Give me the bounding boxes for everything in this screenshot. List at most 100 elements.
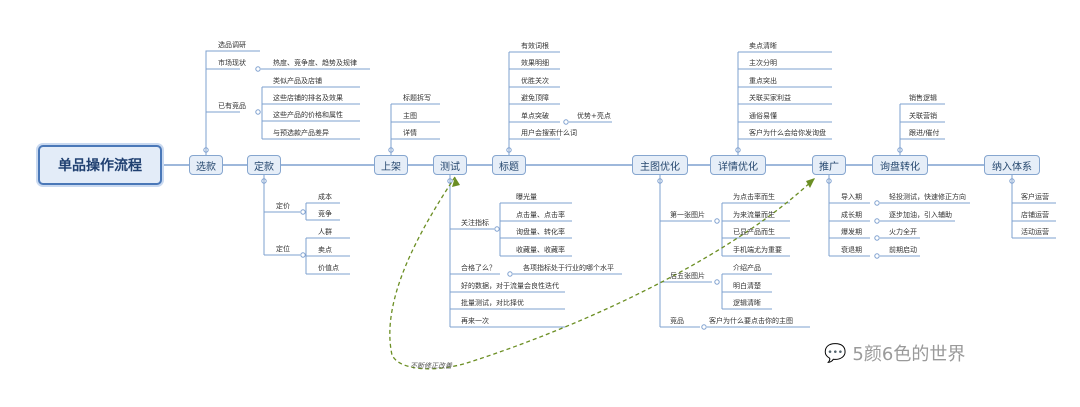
ceshi-item[interactable]: 好的数据，对于流量会良性迭代 [461,282,559,290]
dingjia-item[interactable]: 成本 [318,193,332,201]
hege-detail[interactable]: 各项指标处于行业的哪个水平 [523,264,614,272]
collapse-dot [874,218,880,224]
xiangqing-item[interactable]: 通俗易懂 [749,112,777,120]
loop-arrow [389,176,816,370]
biaoti-tupo-detail[interactable]: 优势+亮点 [577,112,611,120]
stage-ceshi[interactable]: 测试 [433,155,467,175]
zhutu-dier-node[interactable]: 后五张图片 [670,272,705,280]
collapse-dot [255,66,261,72]
tuiguang-item[interactable]: 衰退期 [841,246,862,254]
biaoti-item[interactable]: 优胜关次 [521,77,549,85]
jingpin-item[interactable]: 这些店铺的排名及效果 [273,94,343,102]
stage-shangjia[interactable]: 上架 [374,155,408,175]
biaoti-item[interactable]: 有效词根 [521,42,549,50]
xuankuan-item[interactable]: 选品调研 [218,41,246,49]
biaoti-item[interactable]: 用户会搜索什么词 [521,129,577,137]
stage-nairu[interactable]: 纳入体系 [984,155,1040,175]
zhutu-diyi-item[interactable]: 已显产品而生 [733,228,775,236]
biaoti-item[interactable]: 避免顶障 [521,94,549,102]
ceshi-item[interactable]: 批量测试，对比择优 [461,299,524,307]
shangjia-item[interactable]: 详情 [403,129,417,137]
connector [205,50,260,155]
guanzhu-item[interactable]: 点击量、点击率 [516,211,565,219]
dingwei-node[interactable]: 定位 [276,245,290,253]
nairu-item[interactable]: 店铺运营 [1021,211,1049,219]
shangjia-item[interactable]: 标题拆写 [403,94,431,102]
jingpin-item[interactable]: 与预选款产品差异 [273,129,329,137]
xiangqing-item[interactable]: 卖点清晰 [749,42,777,50]
guanzhu-item[interactable]: 曝光量 [516,193,537,201]
collapse-dot [701,324,707,330]
collapse-dot [714,218,720,224]
nairu-item[interactable]: 活动运营 [1021,228,1049,236]
stage-dingkuan[interactable]: 定款 [247,155,281,175]
root-node[interactable]: 单品操作流程 [38,145,162,185]
nairu-item[interactable]: 客户运营 [1021,193,1049,201]
zhutu-diyi-item[interactable]: 为点击率而生 [733,193,775,201]
tuiguang-item[interactable]: 成长期 [841,211,862,219]
tuiguang-detail[interactable]: 火力全开 [889,228,917,236]
ceshi-item[interactable]: 再来一次 [461,317,489,325]
zhutu-diyi-item[interactable]: 手机端尤为重要 [733,246,782,254]
wechat-icon: 💬 [824,342,847,364]
xunpan-item[interactable]: 销售逻辑 [909,94,937,102]
zhutu-diyi-node[interactable]: 第一张图片 [670,211,705,219]
collapse-dot [874,253,880,259]
dingwei-item[interactable]: 卖点 [318,246,332,254]
loop-arrowhead [806,178,815,188]
collapse-dot [874,235,880,241]
xuankuan-item[interactable]: 市场现状 [218,59,246,67]
xuankuan-item[interactable]: 已有竞品 [218,102,246,110]
xunpan-item[interactable]: 关联营销 [909,112,937,120]
stage-xunpan[interactable]: 询盘转化 [872,155,928,175]
tuiguang-detail[interactable]: 前期启动 [889,246,917,254]
watermark: 💬 5颜6色的世界 [824,340,965,366]
xiangqing-item[interactable]: 关联买家利益 [749,94,791,102]
zhutu-dier-item[interactable]: 逻辑清晰 [733,299,761,307]
jingpin-item[interactable]: 这些产品的价格和属性 [273,111,343,119]
collapse-dot [300,209,306,215]
xiangqing-item[interactable]: 主次分明 [749,59,777,67]
zhutu-jingpin-detail[interactable]: 客户为什么要点击你的主图 [709,317,793,325]
tuiguang-detail[interactable]: 逐步加油，引入辅助 [889,211,952,219]
stage-xiangqing[interactable]: 详情优化 [710,155,766,175]
guanzhu-item[interactable]: 询盘量、转化率 [516,228,565,236]
collapse-dot [507,271,513,277]
collapse-dot [874,200,880,206]
tuiguang-detail[interactable]: 轻投测试，快速修正方向 [889,193,966,201]
hege-node[interactable]: 合格了么？ [461,264,496,272]
dingwei-item[interactable]: 价值点 [318,264,339,272]
tuiguang-item[interactable]: 爆发期 [841,228,862,236]
zhutu-dier-item[interactable]: 明白清楚 [733,282,761,290]
stage-tuiguang[interactable]: 推广 [812,155,846,175]
shangjia-item[interactable]: 主图 [403,112,417,120]
zhutu-diyi-item[interactable]: 为来流量而生 [733,211,775,219]
dingjia-item[interactable]: 竞争 [318,210,332,218]
loop-annotation: 不断修正改善 [410,362,452,370]
stage-zhutu[interactable]: 主图优化 [632,155,688,175]
biaoti-item[interactable]: 单点突破 [521,112,549,120]
xiangqing-item[interactable]: 重点突出 [749,77,777,85]
collapse-dot [714,279,720,285]
xiangqing-item[interactable]: 客户为什么会给你发询盘 [749,129,826,137]
jingpin-item[interactable]: 类似产品及店铺 [273,77,322,85]
dingwei-item[interactable]: 人群 [318,228,332,236]
dingjia-node[interactable]: 定价 [276,202,290,210]
watermark-text: 5颜6色的世界 [852,344,966,365]
collapse-dot [563,119,569,125]
guanzhu-node[interactable]: 关注指标 [461,219,489,227]
xunpan-item[interactable]: 跟进/催付 [909,129,940,137]
collapse-dot [255,109,261,115]
biaoti-item[interactable]: 效果明细 [521,59,549,67]
collapse-dot [494,226,500,232]
loop-arrowhead [452,177,460,187]
shichang-detail[interactable]: 热度、竞争度、趋势及规律 [273,59,357,67]
tuiguang-item[interactable]: 导入期 [841,193,862,201]
stage-biaoti[interactable]: 标题 [492,155,526,175]
collapse-dot [300,252,306,258]
zhutu-dier-item[interactable]: 介绍产品 [733,264,761,272]
guanzhu-item[interactable]: 收藏量、收藏率 [516,246,565,254]
zhutu-jingpin-node[interactable]: 竞品 [670,317,684,325]
stage-xuankuan[interactable]: 选款 [189,155,223,175]
